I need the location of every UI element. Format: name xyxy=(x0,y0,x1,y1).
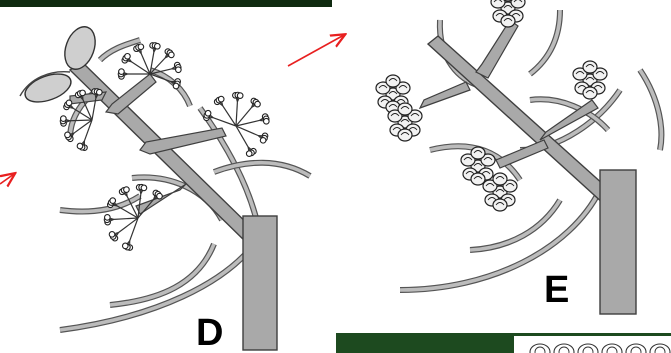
flower-cluster-icon xyxy=(573,61,607,99)
stem-post xyxy=(243,216,277,350)
bud-icon xyxy=(59,23,100,74)
branch xyxy=(420,82,470,108)
top-dark-border xyxy=(0,0,332,7)
branch xyxy=(496,140,548,168)
arrow-icon xyxy=(288,35,344,66)
flower-cluster-icon xyxy=(491,0,525,27)
panel-label-e: E xyxy=(544,271,569,309)
stem-post xyxy=(600,170,636,314)
arrow-icon xyxy=(0,174,14,184)
flower-cluster-icon xyxy=(104,184,162,250)
flower-cluster-icon xyxy=(60,89,102,151)
panel-e-drawing xyxy=(400,10,661,314)
branch xyxy=(476,20,518,78)
panel-d-drawing xyxy=(20,23,310,350)
panel-label-d: D xyxy=(196,314,223,352)
